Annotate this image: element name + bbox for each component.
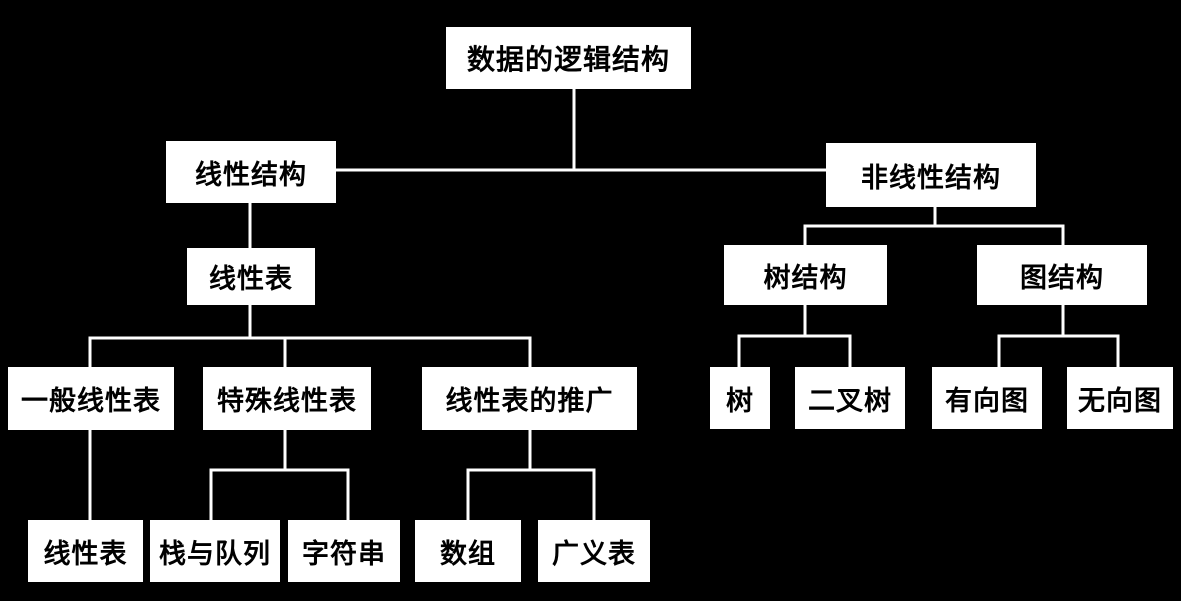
node-tree: 树 bbox=[710, 367, 770, 429]
node-string: 字符串 bbox=[288, 520, 400, 582]
node-linear-structure: 线性结构 bbox=[166, 141, 336, 203]
node-array: 数组 bbox=[415, 520, 521, 582]
node-stack-and-queue: 栈与队列 bbox=[150, 520, 280, 582]
node-linear-list-leaf: 线性表 bbox=[28, 520, 143, 582]
node-undirected-graph: 无向图 bbox=[1067, 367, 1173, 429]
node-linear-list-generalization: 线性表的推广 bbox=[422, 367, 637, 430]
node-tree-structure: 树结构 bbox=[724, 245, 887, 305]
node-root: 数据的逻辑结构 bbox=[446, 27, 691, 89]
node-nonlinear-structure: 非线性结构 bbox=[826, 143, 1036, 207]
node-graph-structure: 图结构 bbox=[977, 245, 1147, 305]
node-special-linear-list: 特殊线性表 bbox=[203, 367, 371, 430]
node-linear-list: 线性表 bbox=[187, 248, 315, 305]
node-directed-graph: 有向图 bbox=[932, 367, 1042, 429]
node-generalized-list: 广义表 bbox=[538, 520, 650, 582]
node-general-linear-list: 一般线性表 bbox=[8, 367, 174, 430]
node-binary-tree: 二叉树 bbox=[795, 367, 905, 429]
